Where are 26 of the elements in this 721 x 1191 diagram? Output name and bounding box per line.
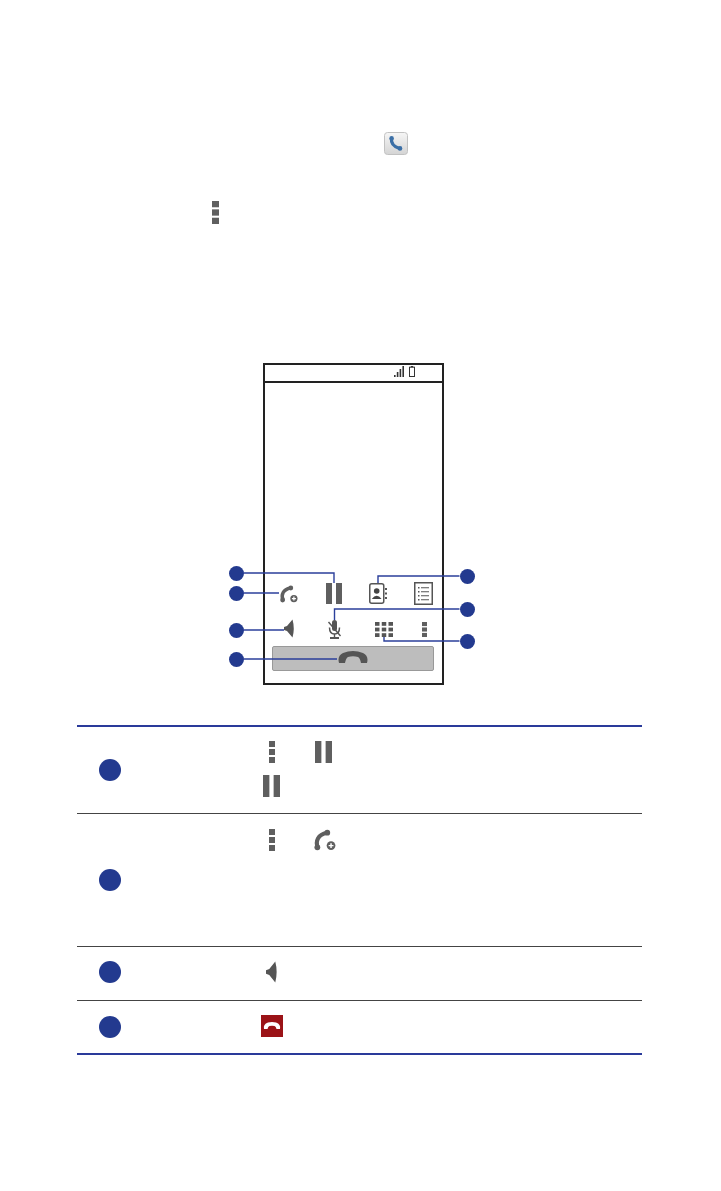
leader-line [383,636,461,642]
add-call-icon [279,585,298,603]
microphone-icon [327,620,342,639]
pause-icon [326,583,342,604]
leader-line [333,608,461,621]
callout-circle [99,758,121,781]
leader-line [242,658,338,660]
contacts-icon [369,583,387,604]
leader-line [242,572,335,584]
leader-line [242,629,285,631]
leader-line [242,592,280,594]
callout-circle [228,651,244,667]
callout-circle [459,601,475,617]
callout-circle [99,1015,121,1038]
leader-line [377,575,461,584]
callout-circle [459,633,475,649]
callout-circle [228,585,244,601]
callout-circle [228,565,244,581]
callout-circle [99,961,121,983]
dialpad-icon [375,622,393,637]
callout-circle [459,568,475,584]
handset-icon [337,650,369,665]
phone-screen [263,363,444,685]
callout-circle [99,868,121,891]
speaker-icon [284,619,295,638]
callout-circle [228,622,244,638]
